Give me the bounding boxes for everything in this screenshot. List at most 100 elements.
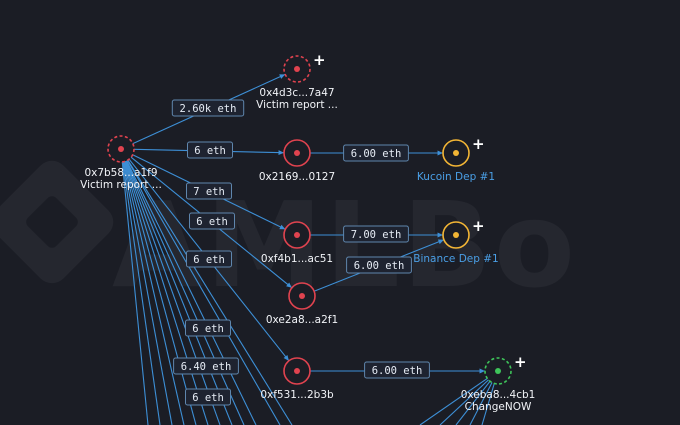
- node-n3[interactable]: 0xf4b1...ac51: [261, 221, 333, 265]
- edge-arrowhead: [279, 74, 286, 79]
- node-address[interactable]: 0x7b58...a1f9: [84, 167, 157, 179]
- edge-label-text: 6 eth: [192, 392, 224, 404]
- edge-label-box: [173, 357, 239, 375]
- node-dot: [118, 146, 124, 152]
- node-n5[interactable]: 0xf531...2b3b: [260, 357, 334, 401]
- edge-amount-label[interactable]: 6.00 eth: [343, 144, 409, 162]
- edge-label-text: 7.00 eth: [351, 229, 402, 241]
- edge-offscreen-changenow[interactable]: [481, 383, 495, 425]
- edge-label-text: 6.00 eth: [372, 365, 423, 377]
- node-tag[interactable]: Binance Dep #1: [413, 253, 498, 265]
- node-tag[interactable]: Victim report ...: [256, 99, 338, 111]
- edge-amount-label[interactable]: 6 eth: [189, 212, 235, 230]
- node-n4[interactable]: 0xe2a8...a2f1: [266, 282, 338, 326]
- node-address[interactable]: 0xe2a8...a2f1: [266, 314, 338, 326]
- edge-label-text: 6 eth: [193, 254, 225, 266]
- edge-amount-label[interactable]: 7 eth: [186, 182, 232, 200]
- edge-source-offscreen[interactable]: [122, 161, 161, 425]
- edge-label-box: [185, 319, 231, 337]
- edge-offscreen-changenow[interactable]: [419, 377, 488, 425]
- edge-amount-label[interactable]: 6 eth: [186, 250, 232, 268]
- edge-source-offscreen[interactable]: [124, 161, 209, 425]
- node-dot: [294, 232, 300, 238]
- edge-amount-label[interactable]: 6 eth: [185, 388, 231, 406]
- node-address[interactable]: 0xeba8...4cb1: [461, 389, 536, 401]
- node-kucoin[interactable]: Kucoin Dep #1 +: [417, 135, 495, 183]
- edge-label-box: [186, 182, 232, 200]
- edge-amount-label[interactable]: 7.00 eth: [343, 225, 409, 243]
- node-ring: [283, 357, 311, 385]
- edge-amount-label[interactable]: 6 eth: [187, 141, 233, 159]
- edge-arrowhead: [278, 150, 285, 156]
- edge-arrowhead: [286, 282, 292, 288]
- node-tag[interactable]: Victim report ...: [80, 179, 162, 191]
- edge-offscreen-changenow[interactable]: [439, 379, 489, 425]
- edge-source-offscreen[interactable]: [125, 160, 233, 425]
- watermark-text: AMLBo: [112, 176, 577, 314]
- node-ring: [484, 357, 512, 385]
- node-ring: [107, 135, 135, 163]
- edge-source-offscreen[interactable]: [125, 160, 245, 425]
- edge-source-offscreen[interactable]: [126, 160, 257, 425]
- expand-plus-icon[interactable]: +: [472, 217, 485, 235]
- edge-source-offscreen[interactable]: [127, 159, 281, 425]
- edge-amount-label[interactable]: 6.00 eth: [364, 361, 430, 379]
- edge-label-box: [343, 225, 409, 243]
- node-dot: [299, 293, 305, 299]
- edge-arrowhead: [437, 232, 443, 238]
- edge-label-text: 7 eth: [193, 186, 225, 198]
- edge-amount-label[interactable]: 6.00 eth: [346, 256, 412, 274]
- expand-plus-icon[interactable]: +: [514, 353, 527, 371]
- expand-plus-icon[interactable]: +: [313, 51, 326, 69]
- node-dot: [294, 150, 300, 156]
- edge-arrowhead: [279, 224, 286, 230]
- expand-plus-icon[interactable]: +: [472, 135, 485, 153]
- edge-source-offscreen[interactable]: [123, 161, 197, 425]
- edge-label-text: 6 eth: [196, 216, 228, 228]
- node-address[interactable]: 0x2169...0127: [259, 171, 335, 183]
- node-tag[interactable]: Kucoin Dep #1: [417, 171, 495, 183]
- edge-source-offscreen[interactable]: [122, 161, 173, 425]
- edge-label-text: 6 eth: [194, 145, 226, 157]
- edge-arrowhead: [437, 150, 443, 156]
- node-binance[interactable]: Binance Dep #1 +: [413, 217, 498, 265]
- edge-source-offscreen[interactable]: [124, 161, 221, 425]
- edge-source-offscreen[interactable]: [127, 159, 293, 425]
- node-address[interactable]: 0xf4b1...ac51: [261, 253, 333, 265]
- node-ring: [442, 221, 470, 249]
- edge-arrowhead: [283, 355, 289, 361]
- node-n2[interactable]: 0x2169...0127: [259, 139, 335, 183]
- edge-label-text: 6.40 eth: [181, 361, 232, 373]
- edge-label-text: 6.00 eth: [351, 148, 402, 160]
- edge-label-box: [185, 388, 231, 406]
- edge-label-text: 2.60k eth: [180, 103, 237, 115]
- edge-label-box: [343, 144, 409, 162]
- edge-amount-label[interactable]: 2.60k eth: [171, 99, 245, 117]
- node-ring: [442, 139, 470, 167]
- edge-arrowhead: [479, 368, 485, 374]
- edge-offscreen-changenow[interactable]: [455, 380, 491, 425]
- edge-amount-label[interactable]: 6.40 eth: [173, 357, 239, 375]
- edge-offscreen-changenow[interactable]: [469, 382, 493, 425]
- node-address[interactable]: 0xf531...2b3b: [260, 389, 334, 401]
- edge-label-box: [171, 99, 245, 117]
- node-address[interactable]: 0x4d3c...7a47: [259, 87, 334, 99]
- edge-amount-label[interactable]: 6 eth: [185, 319, 231, 337]
- edge-source-offscreen[interactable]: [123, 161, 185, 425]
- node-ring: [283, 55, 311, 83]
- edge-label-text: 6.00 eth: [354, 260, 405, 272]
- edge-label-box: [364, 361, 430, 379]
- edge-label-box: [189, 212, 235, 230]
- edge-label-box: [186, 250, 232, 268]
- edge-label-box: [346, 256, 412, 274]
- node-dot: [495, 368, 501, 374]
- edge-source-offscreen[interactable]: [121, 161, 149, 425]
- node-tag[interactable]: ChangeNOW: [465, 401, 532, 413]
- node-ring: [283, 221, 311, 249]
- edge-label-text: 6 eth: [192, 323, 224, 335]
